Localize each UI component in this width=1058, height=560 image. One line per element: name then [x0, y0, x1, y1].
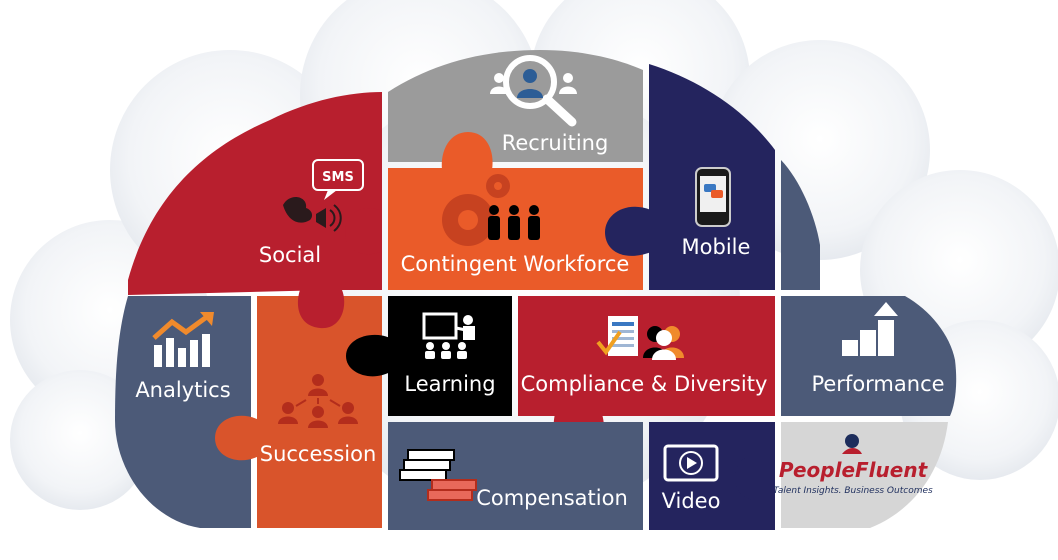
label-compliance: Compliance & Diversity	[521, 372, 768, 396]
label-contingent: Contingent Workforce	[401, 252, 630, 276]
knob-video-right	[735, 452, 773, 501]
label-compensation: Compensation	[476, 486, 628, 510]
peoplefluent-logo-icon	[842, 434, 862, 454]
knob-succession-left	[215, 415, 259, 461]
label-succession: Succession	[260, 442, 377, 466]
knob-social-bottom	[297, 290, 345, 329]
bird-icon	[283, 196, 313, 223]
label-recruiting: Recruiting	[502, 131, 609, 155]
sms-bubble-icon: SMS	[312, 159, 364, 200]
knob-learning-left	[346, 334, 390, 377]
piece-recruiting	[388, 50, 643, 162]
knob-contingent-top	[441, 132, 493, 170]
knob-performance-left	[783, 328, 820, 374]
label-video: Video	[662, 489, 721, 513]
piece-social	[128, 92, 382, 295]
speaker-icon	[316, 204, 342, 232]
label-social: Social	[259, 243, 321, 267]
gears-people-icon	[442, 174, 540, 246]
brand-name: PeopleFluent	[779, 458, 929, 482]
performance-stairs-icon	[842, 302, 898, 356]
label-performance: Performance	[811, 372, 944, 396]
money-stacks-icon	[399, 449, 477, 501]
label-mobile: Mobile	[682, 235, 751, 259]
sms-bubble-label: SMS	[322, 170, 354, 185]
video-play-icon	[663, 444, 719, 482]
piece-performance-top	[781, 160, 820, 290]
succession-people-icon	[278, 374, 358, 428]
brand-tagline: Talent Insights. Business Outcomes	[773, 486, 933, 496]
piece-brand	[781, 422, 948, 528]
magnifier-people-icon	[490, 55, 577, 127]
presentation-icon	[422, 312, 475, 359]
piece-analytics	[115, 296, 251, 528]
knob-social-right	[345, 208, 380, 255]
mobile-phone-icon	[695, 167, 731, 227]
analytics-chart-icon	[152, 312, 214, 367]
compliance-checklist-icon	[596, 316, 684, 360]
label-analytics: Analytics	[135, 378, 230, 402]
knob-mobile-left	[605, 206, 651, 256]
label-learning: Learning	[404, 372, 495, 396]
